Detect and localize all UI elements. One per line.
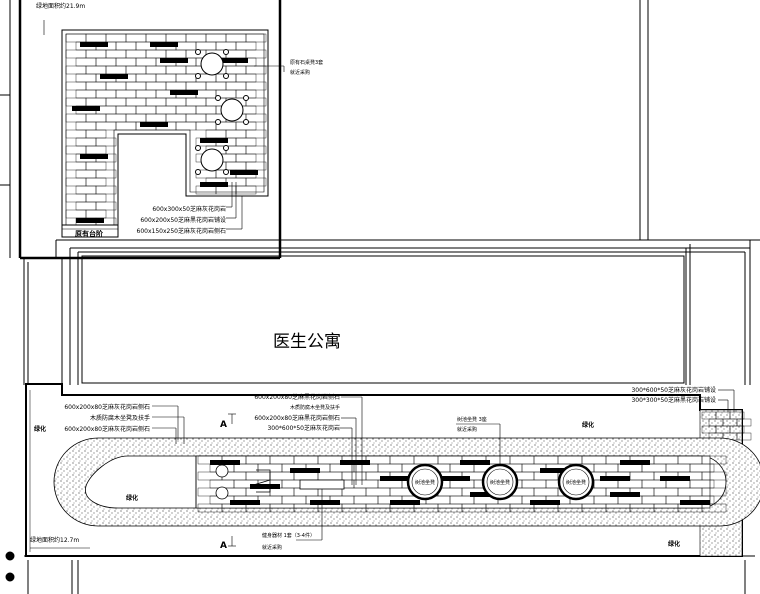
dark-brick bbox=[230, 500, 260, 505]
callout-stone: 原有石桌凳3套 bbox=[290, 59, 323, 66]
bench-callout-sub: 就近采购 bbox=[262, 544, 282, 551]
greenery-label-4: 绿化 bbox=[668, 540, 680, 548]
dark-brick bbox=[610, 492, 640, 497]
dark-brick bbox=[310, 500, 340, 505]
building-label: 医生公寓 bbox=[273, 332, 341, 352]
bottom-leaders bbox=[152, 389, 735, 547]
dark-brick bbox=[170, 90, 198, 95]
legend-2: 600x200x50芝麻黑花岗岩铺设 bbox=[140, 216, 226, 224]
greenery-label-1: 绿化 bbox=[34, 425, 46, 433]
tree-pit-label-1: 树池坐凳 bbox=[415, 479, 435, 486]
dark-brick bbox=[380, 476, 410, 481]
dark-brick bbox=[390, 500, 420, 505]
dark-brick bbox=[460, 460, 490, 465]
dark-brick bbox=[80, 42, 108, 47]
left-callout-3: 600x200x80芝麻灰花岗岩侧石 bbox=[64, 425, 150, 433]
ornament-icons bbox=[5, 551, 15, 582]
dark-brick bbox=[440, 476, 470, 481]
tree-pit-label-2: 树池坐凳 bbox=[490, 479, 510, 486]
dark-brick bbox=[290, 468, 320, 473]
bottom-area-label: 绿地面积约12.7m bbox=[30, 536, 79, 544]
left-callout-1: 600x200x80芝麻灰花岗岩侧石 bbox=[64, 403, 150, 411]
center-callout-2: 木质防腐木坐凳及扶手 bbox=[290, 404, 340, 411]
dark-brick bbox=[220, 58, 248, 63]
center-callout-3: 600x200x80芝麻黑花岗岩侧石 bbox=[254, 414, 340, 422]
stone-table-set bbox=[195, 49, 249, 175]
callout-stone-sub: 就近采购 bbox=[290, 69, 310, 76]
right-callout-1: 300*600*50芝麻灰花岗岩铺设 bbox=[631, 386, 716, 394]
left-callout-2: 木质防腐木坐凳及扶手 bbox=[90, 414, 150, 422]
dark-brick bbox=[660, 476, 690, 481]
section-marker-top: A bbox=[220, 420, 227, 430]
dark-brick bbox=[100, 74, 128, 79]
dark-brick bbox=[680, 500, 710, 505]
section-marker-bottom: A bbox=[220, 541, 227, 551]
dark-brick bbox=[80, 154, 108, 159]
dark-brick bbox=[200, 182, 228, 187]
bench-callout: 健身器材 1套（3-4件） bbox=[262, 532, 315, 539]
dark-brick bbox=[250, 484, 280, 489]
dark-brick bbox=[72, 106, 100, 111]
dark-brick bbox=[160, 58, 188, 63]
legend-1: 600x300x50芝麻灰花岗岩 bbox=[152, 205, 226, 213]
dark-brick bbox=[140, 122, 168, 127]
tree-pits bbox=[406, 463, 595, 501]
dark-brick bbox=[76, 218, 104, 223]
paving-brick bbox=[701, 503, 727, 513]
dark-brick bbox=[150, 42, 178, 47]
tree-callout-sub: 就近采购 bbox=[457, 426, 477, 433]
dark-brick bbox=[210, 460, 240, 465]
tree-pit-label-3: 树池坐凳 bbox=[566, 479, 586, 486]
greenery-label-3: 绿化 bbox=[582, 421, 594, 429]
dark-brick bbox=[230, 170, 258, 175]
center-callout-4: 300*600*50芝麻灰花岗岩 bbox=[267, 424, 340, 432]
greenery-label-2: 绿化 bbox=[126, 494, 138, 502]
center-callout-1: 600x200x80芝麻黑花岗岩侧石 bbox=[254, 393, 340, 401]
dark-brick bbox=[340, 460, 370, 465]
right-callout-2: 300*300*50芝麻黑花岗岩铺设 bbox=[631, 396, 716, 404]
steps-box bbox=[61, 224, 119, 238]
top-leaders bbox=[43, 20, 285, 230]
top-paving bbox=[61, 29, 269, 238]
existing-steps-label: 原有台阶 bbox=[75, 229, 104, 238]
tree-callout: 树池坐凳 3座 bbox=[457, 416, 487, 423]
dark-brick bbox=[530, 500, 560, 505]
legend-3: 600x150x250芝麻灰花岗岩侧石 bbox=[137, 227, 226, 235]
top-area-label: 绿地面积约21.9m bbox=[36, 2, 85, 10]
paving-brick bbox=[736, 432, 752, 441]
dark-brick bbox=[200, 138, 228, 143]
dark-brick bbox=[620, 460, 650, 465]
dark-brick bbox=[540, 468, 570, 473]
dark-brick bbox=[600, 476, 630, 481]
dark-brick bbox=[470, 492, 500, 497]
fitness-equipment bbox=[215, 464, 345, 500]
bottom-panel bbox=[25, 383, 760, 557]
